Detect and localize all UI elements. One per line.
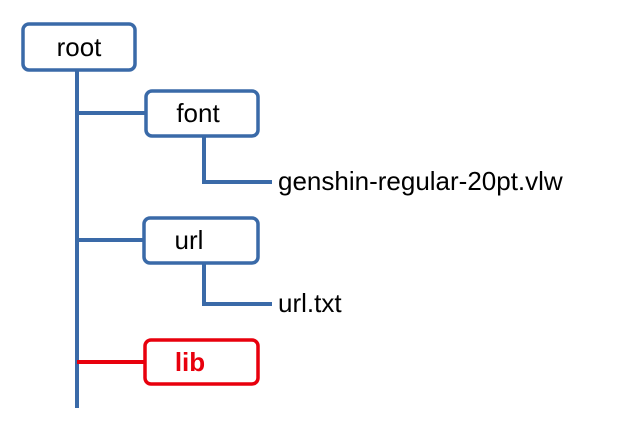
folder-label-url: url (175, 225, 204, 255)
folder-node-font: font (144, 89, 260, 138)
root-box (21, 22, 137, 72)
folder-label-lib: lib (175, 347, 205, 377)
connector-font-file (202, 136, 272, 184)
folder-node-lib: lib (143, 338, 260, 386)
root-node: root (21, 22, 137, 72)
folder-box-url (142, 216, 260, 265)
file-label-url-txt: url.txt (278, 288, 342, 318)
folder-label-font: font (176, 98, 220, 128)
folder-box-lib (143, 338, 260, 386)
connector-url-file (202, 263, 272, 306)
root-label: root (57, 32, 103, 62)
file-label-genshin-vlw: genshin-regular-20pt.vlw (278, 166, 563, 196)
folder-node-url: url (142, 216, 260, 265)
